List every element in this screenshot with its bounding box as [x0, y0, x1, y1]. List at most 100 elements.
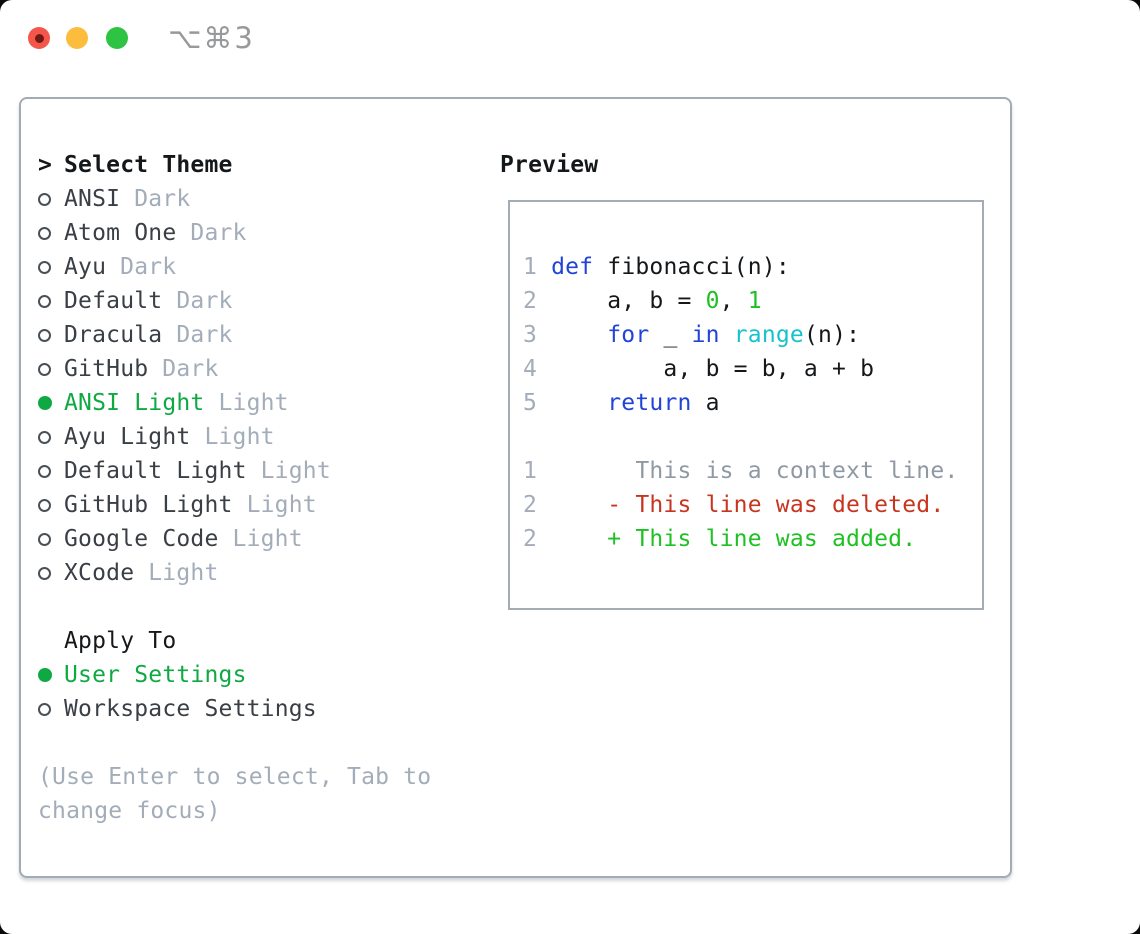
- theme-variant-tag: Light: [148, 560, 219, 586]
- radio-circle: [38, 702, 51, 716]
- code-token: def: [551, 254, 594, 280]
- code-token: [720, 318, 734, 352]
- apply-option-label: Workspace Settings: [64, 696, 317, 722]
- radio-circle: [38, 362, 51, 376]
- apply-option-label: User Settings: [64, 662, 247, 688]
- apply-to-header: Apply To: [21, 624, 491, 658]
- apply-option[interactable]: Workspace Settings: [21, 692, 491, 726]
- radio-circle: [38, 260, 51, 274]
- theme-variant-tag: Light: [232, 526, 303, 552]
- minimize-button[interactable]: [66, 27, 88, 49]
- theme-variant-tag: Dark: [176, 288, 233, 314]
- radio-unselected-icon: [38, 420, 64, 454]
- code-token: for: [607, 322, 650, 348]
- line-number: [523, 420, 537, 454]
- code-line: 2 - This line was deleted.: [523, 488, 982, 522]
- code-token: in: [691, 322, 720, 348]
- radio-circle: [38, 532, 51, 546]
- theme-variant-tag: Light: [204, 424, 275, 450]
- theme-variant-tag: Dark: [162, 356, 219, 382]
- window-shortcut-label: ⌥⌘3: [168, 21, 255, 55]
- radio-unselected-icon: [38, 488, 64, 522]
- line-number: 2: [523, 526, 538, 552]
- radio-circle: [38, 430, 51, 444]
- theme-option[interactable]: Atom One Dark: [21, 216, 491, 250]
- theme-variant-tag: Dark: [176, 322, 233, 348]
- code-token: a: [691, 390, 720, 416]
- line-number: 2: [523, 492, 538, 518]
- cursor-icon: >: [38, 152, 53, 178]
- theme-option-label: ANSI: [64, 186, 121, 212]
- theme-option[interactable]: Default Light Light: [21, 454, 491, 488]
- zoom-button[interactable]: [106, 27, 128, 49]
- code-line: 4 a, b = b, a + b: [523, 352, 982, 386]
- radio-unselected-icon: [38, 216, 64, 250]
- close-button[interactable]: [28, 27, 50, 49]
- theme-option-label: Ayu: [64, 254, 107, 280]
- apply-option[interactable]: User Settings: [21, 658, 491, 692]
- code-line: 1 This is a context line.: [523, 454, 982, 488]
- theme-option-label: ANSI Light: [64, 390, 205, 416]
- theme-option[interactable]: GitHub Light Light: [21, 488, 491, 522]
- theme-option-label: GitHub: [64, 356, 149, 382]
- theme-option[interactable]: Google Code Light: [21, 522, 491, 556]
- radio-circle: [38, 464, 51, 478]
- line-number: 1: [523, 254, 538, 280]
- hint-text: (Use Enter to select, Tab to: [38, 764, 432, 790]
- line-number: 4: [523, 356, 538, 382]
- code-token: a, b = b, a + b: [537, 356, 875, 382]
- hint-text: change focus): [38, 798, 221, 824]
- radio-selected-icon: [38, 386, 64, 420]
- radio-unselected-icon: [38, 250, 64, 284]
- line-number: 2: [523, 288, 538, 314]
- radio-unselected-icon: [38, 522, 64, 556]
- radio-circle: [38, 668, 52, 682]
- radio-circle: [38, 498, 51, 512]
- line-number: 5: [523, 390, 538, 416]
- theme-option[interactable]: Ayu Light Light: [21, 420, 491, 454]
- code-line: 1 def fibonacci(n):: [523, 250, 982, 284]
- radio-circle: [38, 294, 51, 308]
- theme-option[interactable]: GitHub Dark: [21, 352, 491, 386]
- radio-circle: [38, 192, 51, 206]
- code-token: - This line was deleted.: [537, 492, 945, 518]
- theme-option-label: GitHub Light: [64, 492, 233, 518]
- code-token: + This line was added.: [537, 526, 917, 552]
- radio-circle: [38, 566, 51, 580]
- theme-variant-tag: Light: [260, 458, 331, 484]
- spacer-row: [21, 726, 491, 760]
- radio-unselected-icon: [38, 556, 64, 590]
- radio-unselected-icon: [38, 284, 64, 318]
- code-line: 2 + This line was added.: [523, 522, 982, 556]
- theme-option-label: Atom One: [64, 220, 177, 246]
- preview-title: Preview: [500, 152, 599, 178]
- theme-option-label: XCode: [64, 560, 135, 586]
- line-number: 3: [523, 322, 538, 348]
- theme-option-label: Ayu Light: [64, 424, 191, 450]
- radio-circle: [38, 226, 51, 240]
- theme-variant-tag: Light: [246, 492, 317, 518]
- code-token: This is a context line.: [537, 458, 959, 484]
- radio-unselected-icon: [38, 182, 64, 216]
- theme-option-label: Google Code: [64, 526, 219, 552]
- theme-list-title: Select Theme: [64, 152, 233, 178]
- spacer-row: [21, 590, 491, 624]
- radio-unselected-icon: [38, 454, 64, 488]
- code-token: [537, 318, 607, 352]
- theme-option-label: Default Light: [64, 458, 247, 484]
- code-token: [537, 386, 607, 420]
- apply-header-marker: [38, 624, 64, 658]
- theme-variant-tag: Dark: [190, 220, 247, 246]
- theme-option[interactable]: XCode Light: [21, 556, 491, 590]
- code-token: 0: [705, 288, 720, 314]
- code-token: (n):: [803, 322, 861, 348]
- line-number: 1: [523, 458, 538, 484]
